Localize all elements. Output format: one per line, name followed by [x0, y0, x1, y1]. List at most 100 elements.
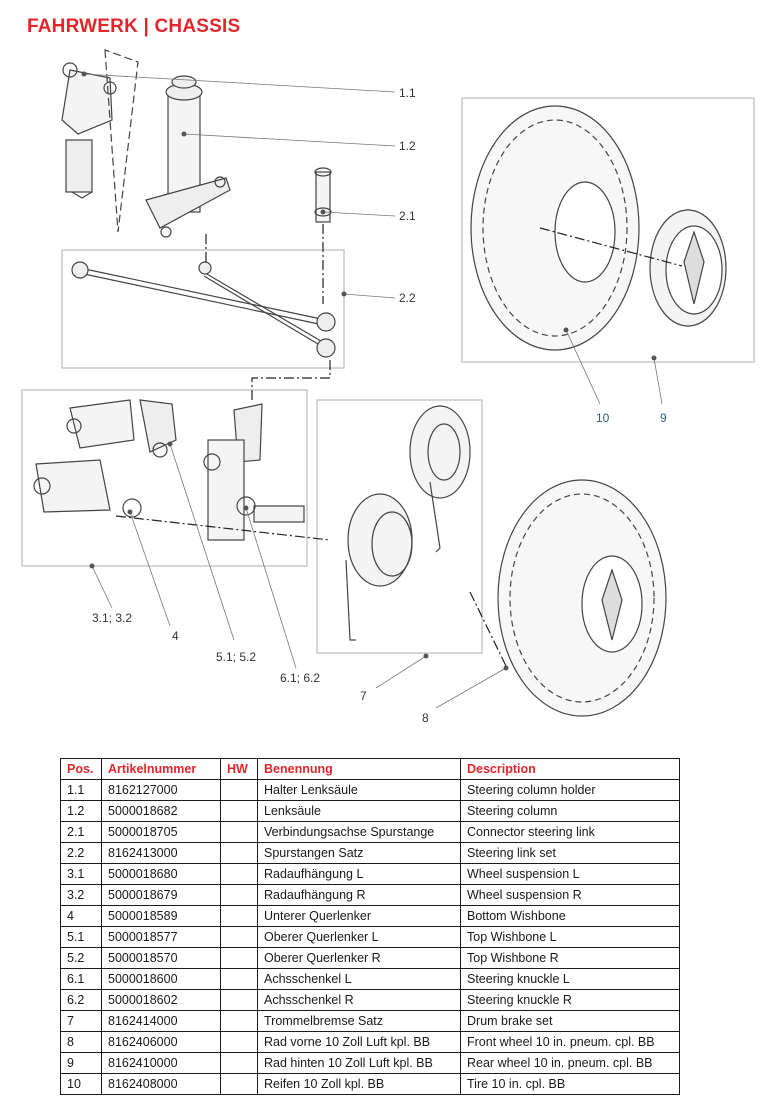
cell-benennung: Rad hinten 10 Zoll Luft kpl. BB: [257, 1052, 461, 1074]
cell-hw: [220, 947, 258, 969]
cell-hw: [220, 989, 258, 1011]
cell-hw: [220, 1031, 258, 1053]
cell-description: Front wheel 10 in. pneum. cpl. BB: [460, 1031, 680, 1053]
cell-benennung: Trommelbremse Satz: [257, 1010, 461, 1032]
cell-pos: 3.2: [60, 884, 102, 906]
cell-description: Wheel suspension L: [460, 863, 680, 885]
suspension-frame: [21, 389, 308, 567]
cell-article: 5000018600: [101, 968, 221, 990]
cell-article: 5000018589: [101, 905, 221, 927]
cell-hw: [220, 821, 258, 843]
exploded-parts-diagram: 1.1 1.2 2.1 2.2 3.1; 3.2 4 5.1; 5.2 6.1;…: [21, 49, 755, 725]
cell-article: 5000018682: [101, 800, 221, 822]
steering-column-part: [145, 75, 231, 238]
cell-pos: 8: [60, 1031, 102, 1053]
drum-brake-frame: [316, 399, 483, 654]
column-holder-part: [61, 62, 117, 199]
callout-1-1: 1.1: [399, 86, 416, 100]
connector-steering-link-part: [314, 167, 332, 223]
cell-benennung: Unterer Querlenker: [257, 905, 461, 927]
callout-3: 3.1; 3.2: [92, 611, 132, 625]
callout-10: 10: [596, 411, 610, 425]
cell-pos: 1.1: [60, 779, 102, 801]
cell-article: 8162413000: [101, 842, 221, 864]
callout-9: 9: [660, 411, 667, 425]
col-header-article: Artikelnummer: [101, 758, 221, 780]
cell-description: Steering link set: [460, 842, 680, 864]
cell-hw: [220, 968, 258, 990]
callout-5: 5.1; 5.2: [216, 650, 256, 664]
steering-link-frame: [61, 249, 345, 369]
cell-pos: 7: [60, 1010, 102, 1032]
cell-article: 8162127000: [101, 779, 221, 801]
cell-pos: 6.1: [60, 968, 102, 990]
cell-hw: [220, 779, 258, 801]
callout-2-1: 2.1: [399, 209, 416, 223]
cell-pos: 3.1: [60, 863, 102, 885]
wishbone-parts: [33, 399, 177, 518]
cell-article: 8162406000: [101, 1031, 221, 1053]
cell-pos: 10: [60, 1073, 102, 1095]
cell-description: Wheel suspension R: [460, 884, 680, 906]
callout-7: 7: [360, 689, 367, 703]
steering-link-part: [71, 261, 336, 358]
cell-pos: 2.1: [60, 821, 102, 843]
cell-benennung: Radaufhängung L: [257, 863, 461, 885]
cell-hw: [220, 842, 258, 864]
cell-description: Steering column: [460, 800, 680, 822]
cell-hw: [220, 800, 258, 822]
col-header-hw: HW: [220, 758, 258, 780]
cell-pos: 4: [60, 905, 102, 927]
cell-hw: [220, 884, 258, 906]
cell-benennung: Oberer Querlenker R: [257, 947, 461, 969]
cell-hw: [220, 1010, 258, 1032]
cell-description: Steering knuckle L: [460, 968, 680, 990]
cell-description: Steering knuckle R: [460, 989, 680, 1011]
cell-description: Steering column holder: [460, 779, 680, 801]
front-wheel-part: [497, 479, 667, 717]
cell-benennung: Oberer Querlenker L: [257, 926, 461, 948]
col-header-benennung: Benennung: [257, 758, 461, 780]
callout-8: 8: [422, 711, 429, 725]
callout-1-2: 1.2: [399, 139, 416, 153]
cell-article: 8162410000: [101, 1052, 221, 1074]
cell-pos: 6.2: [60, 989, 102, 1011]
cell-article: 5000018602: [101, 989, 221, 1011]
tire-part: [470, 105, 640, 351]
cell-benennung: Halter Lenksäule: [257, 779, 461, 801]
cell-description: Bottom Wishbone: [460, 905, 680, 927]
callout-6: 6.1; 6.2: [280, 671, 320, 685]
cell-article: 5000018577: [101, 926, 221, 948]
column-holder-outline: [104, 49, 139, 233]
cell-benennung: Achsschenkel R: [257, 989, 461, 1011]
col-header-description: Description: [460, 758, 680, 780]
cell-description: Tire 10 in. cpl. BB: [460, 1073, 680, 1095]
cell-pos: 9: [60, 1052, 102, 1074]
cell-pos: 5.2: [60, 947, 102, 969]
col-header-pos: Pos.: [60, 758, 102, 780]
callout-4: 4: [172, 629, 179, 643]
rear-wheel-frame: [461, 97, 755, 363]
steering-knuckle-part: [203, 403, 305, 541]
cell-pos: 2.2: [60, 842, 102, 864]
cell-hw: [220, 1052, 258, 1074]
rim-part: [649, 209, 727, 327]
cell-benennung: Spurstangen Satz: [257, 842, 461, 864]
drum-brake-part: [345, 405, 471, 641]
cell-article: 5000018679: [101, 884, 221, 906]
cell-description: Top Wishbone L: [460, 926, 680, 948]
cell-hw: [220, 905, 258, 927]
cell-benennung: Achsschenkel L: [257, 968, 461, 990]
cell-hw: [220, 863, 258, 885]
